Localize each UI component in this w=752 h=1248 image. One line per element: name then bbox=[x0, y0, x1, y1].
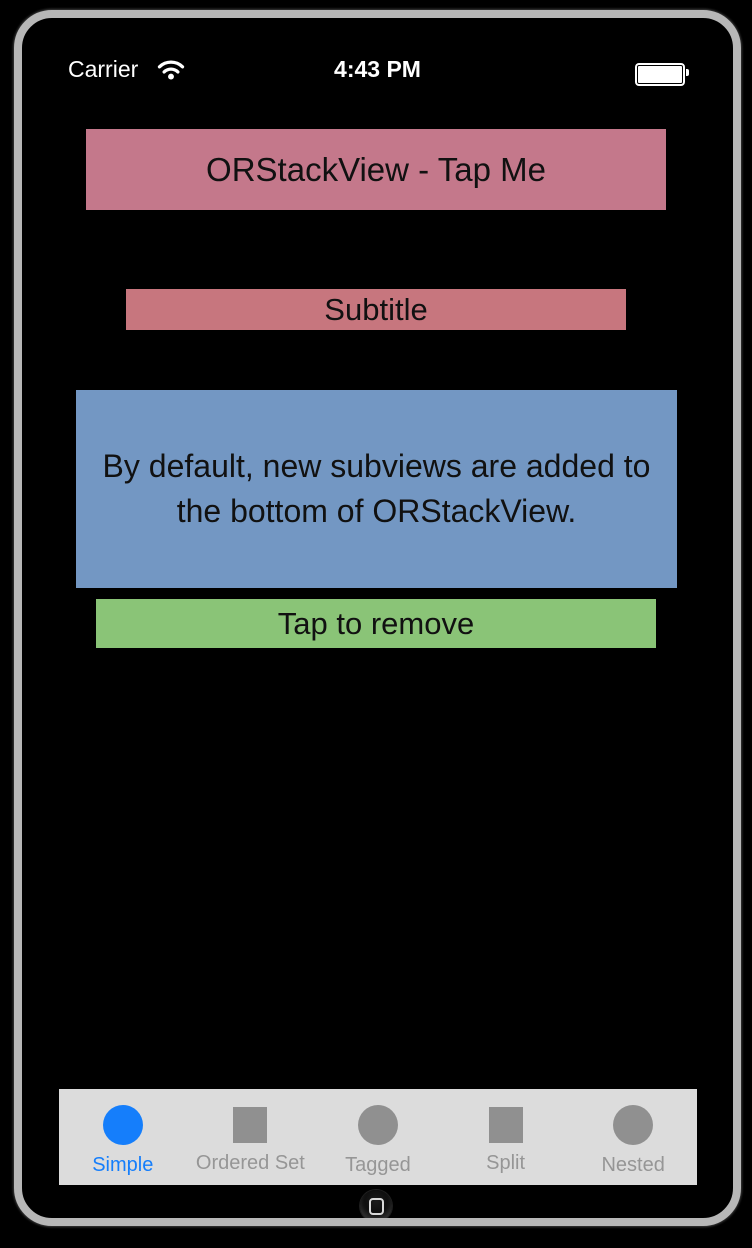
tab-split[interactable]: Split bbox=[442, 1089, 570, 1185]
tab-tagged[interactable]: Tagged bbox=[314, 1089, 442, 1185]
wifi-icon bbox=[156, 58, 186, 85]
tap-to-remove-label: Tap to remove bbox=[277, 605, 475, 641]
stackview-title-label: ORStackView - Tap Me bbox=[206, 150, 546, 188]
tab-nested[interactable]: Nested bbox=[569, 1089, 697, 1185]
square-icon bbox=[233, 1107, 268, 1143]
tap-to-remove-button[interactable]: Tap to remove bbox=[96, 599, 656, 648]
stackview-subtitle-label: Subtitle bbox=[324, 291, 428, 327]
stackview-info-banner[interactable]: By default, new subviews are added to th… bbox=[76, 390, 677, 588]
tab-label: Simple bbox=[92, 1154, 154, 1176]
stackview-subtitle-banner[interactable]: Subtitle bbox=[126, 289, 626, 330]
square-icon bbox=[488, 1107, 523, 1143]
circle-icon bbox=[357, 1105, 398, 1145]
tab-simple[interactable]: Simple bbox=[59, 1089, 187, 1185]
battery-full-icon bbox=[635, 63, 689, 86]
carrier-label: Carrier bbox=[68, 56, 139, 82]
home-square-icon bbox=[369, 1198, 384, 1215]
stackview-title-banner[interactable]: ORStackView - Tap Me bbox=[86, 129, 666, 210]
tab-bar: Simple Ordered Set Tagged Split Nested bbox=[59, 1089, 697, 1185]
tab-label: Split bbox=[486, 1152, 526, 1174]
circle-icon bbox=[613, 1105, 654, 1145]
circle-icon bbox=[102, 1105, 143, 1145]
iphone-device-frame: Carrier 4:43 PM ORStackView - Tap Me Sub… bbox=[14, 10, 741, 1226]
tab-ordered-set[interactable]: Ordered Set bbox=[187, 1089, 315, 1185]
tab-label: Ordered Set bbox=[195, 1152, 305, 1174]
clock-label: 4:43 PM bbox=[334, 56, 421, 82]
stackview-info-label: By default, new subviews are added to th… bbox=[102, 448, 651, 529]
tab-label: Tagged bbox=[345, 1154, 411, 1176]
status-bar: Carrier 4:43 PM bbox=[22, 18, 733, 98]
home-button[interactable] bbox=[360, 1190, 392, 1218]
tab-label: Nested bbox=[601, 1154, 665, 1176]
